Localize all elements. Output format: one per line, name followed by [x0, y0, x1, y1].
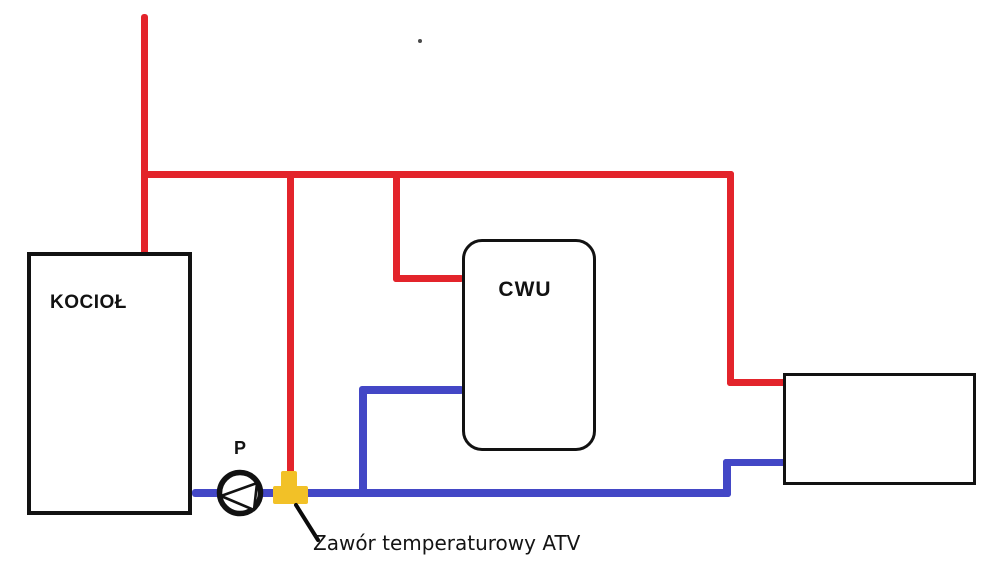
supply-pipe-radiator-drop [727, 171, 734, 386]
radiator-box [783, 373, 976, 485]
boiler-label: KOCIOŁ [50, 292, 127, 313]
supply-pipe-riser [141, 14, 148, 258]
supply-pipe-cwu-drop [393, 171, 400, 282]
return-pipe-main [192, 489, 731, 497]
valve-annotation-label: Zawór temperaturowy ATV [313, 531, 581, 555]
supply-pipe-valve-drop [287, 171, 294, 474]
supply-pipe-cwu-inlet [393, 275, 464, 282]
supply-pipe-radiator-inlet [727, 379, 787, 386]
cwu-tank: CWU [462, 239, 596, 451]
supply-pipe-header [141, 171, 734, 178]
cwu-label: CWU [498, 278, 552, 301]
valve-body [273, 486, 308, 504]
return-pipe-radiator-riser [723, 459, 731, 497]
stray-dot [418, 39, 422, 43]
boiler-box: KOCIOŁ [27, 252, 192, 515]
return-pipe-cwu-inlet [359, 386, 464, 394]
pump-label: P [233, 438, 246, 458]
annotation-leader-line [294, 503, 320, 542]
return-pipe-cwu-riser [359, 387, 367, 494]
return-pipe-radiator-inlet [723, 459, 786, 466]
valve-top-port [281, 471, 297, 489]
pump-icon [216, 469, 264, 517]
